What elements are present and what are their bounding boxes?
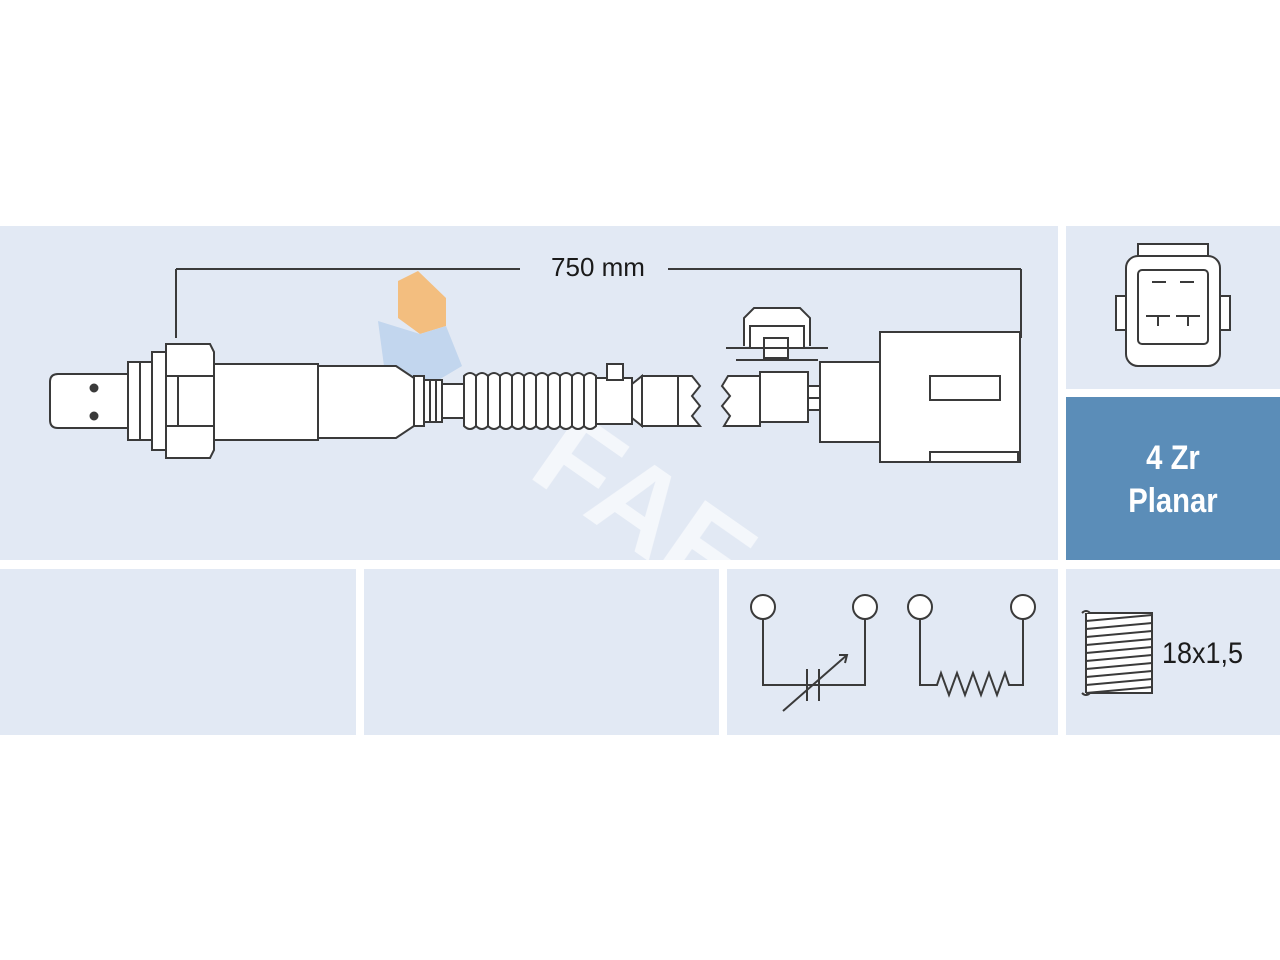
thread-size-label: 18x1,5 — [1162, 637, 1244, 670]
connector-view-panel — [1066, 226, 1280, 389]
dimension-line — [175, 268, 1022, 338]
circuit-diagram-panel — [727, 569, 1058, 735]
sensor-hex-nut — [151, 343, 215, 459]
type-line-2: Planar — [1128, 482, 1218, 520]
wire-connector — [720, 307, 1021, 463]
terminal-1-icon — [750, 594, 776, 620]
type-line-1: 4 Zr — [1146, 439, 1200, 477]
sensor-drawing-panel: FAE 750 mm — [0, 226, 1058, 630]
connector-front-icon — [1115, 243, 1231, 367]
terminal-2-icon — [852, 594, 878, 620]
thread-icon — [1081, 610, 1153, 696]
circuit-diagram — [750, 594, 1036, 712]
length-label: 750 mm — [551, 252, 645, 282]
sensor-body — [213, 363, 443, 441]
thread-size-panel: 18x1,5 — [1066, 569, 1280, 735]
cable-sleeve — [441, 363, 703, 430]
heater-resistor-icon — [919, 619, 1024, 698]
sensor-drawing: FAE 750 mm — [49, 252, 1022, 630]
sensor-type-box: 4 Zr Planar — [1066, 397, 1280, 560]
blank-panel-1 — [0, 569, 356, 735]
variable-resistor-icon — [762, 619, 866, 712]
sensor-tip — [49, 361, 153, 441]
terminal-3-icon — [907, 594, 933, 620]
terminal-4-icon — [1010, 594, 1036, 620]
blank-panel-2 — [364, 569, 719, 735]
watermark-orange-shape — [398, 271, 446, 334]
